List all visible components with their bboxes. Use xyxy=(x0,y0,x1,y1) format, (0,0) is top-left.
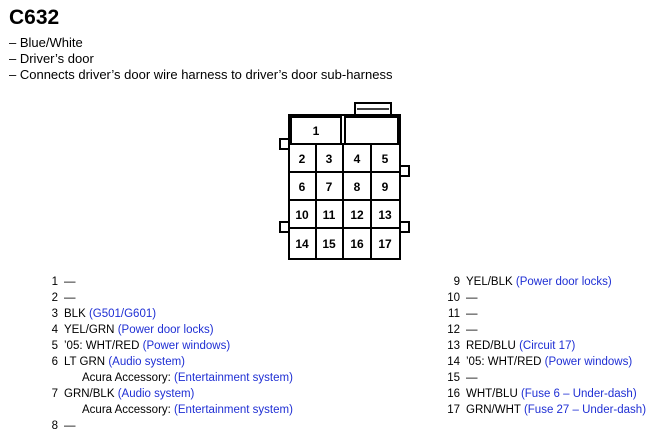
pin-entry-13: 13 RED/BLU (Circuit 17) xyxy=(442,338,646,354)
circuit-reference: (Power door locks) xyxy=(117,324,214,336)
circuit-reference: (Power windows) xyxy=(544,356,633,368)
pin-number: 7 xyxy=(51,388,58,400)
pin-number: 14 xyxy=(447,356,460,368)
pin-label-17: 17 xyxy=(378,237,392,251)
circuit-reference: (G501/G601) xyxy=(88,308,157,320)
pin-label-13: 13 xyxy=(378,208,392,222)
pin-entry-4: 4 YEL/GRN (Power door locks) xyxy=(40,322,293,338)
wire-color: — xyxy=(64,292,76,304)
side-key-right-top xyxy=(399,165,410,177)
wire-color: — xyxy=(64,276,76,288)
connector-details: – Blue/White – Driver’s door – Connects … xyxy=(9,35,392,83)
pin-cavity-1 xyxy=(290,116,342,145)
circuit-reference: (Audio system) xyxy=(108,356,185,368)
circuit-reference: (Circuit 17) xyxy=(519,340,576,352)
pin-number: 5 xyxy=(51,340,58,352)
pin-label-15: 15 xyxy=(322,237,336,251)
pin-entry-8: 8— xyxy=(40,418,293,434)
pin-entry-1: 1— xyxy=(40,274,293,290)
pin-list-right: 9 YEL/BLK (Power door locks) 10 — 11 — 12 — 13 RE… xyxy=(442,274,646,418)
circuit-reference: (Audio system) xyxy=(117,388,195,400)
circuit-reference: (Fuse 6 – Under-dash) xyxy=(520,388,637,400)
circuit-reference: (Power windows) xyxy=(142,340,231,352)
pin-number: 13 xyxy=(447,340,460,352)
circuit-reference: (Power door locks) xyxy=(515,276,612,288)
side-key-left-bottom xyxy=(279,221,290,233)
pin-sub-entry: Acura Accessory: (Entertainment system) xyxy=(40,402,293,418)
pin-entry-17: 17 GRN/WHT (Fuse 27 – Under-dash) xyxy=(442,402,646,418)
pin-number: 8 xyxy=(51,420,58,432)
pin-label-5: 5 xyxy=(382,152,389,166)
pin-entry-5: 5 ’05: WHT/RED (Power windows) xyxy=(40,338,293,354)
wire-color: Acura Accessory: xyxy=(82,372,171,384)
wire-color: — xyxy=(466,324,478,336)
pin-label-8: 8 xyxy=(354,180,361,194)
circuit-reference: (Entertainment system) xyxy=(174,404,293,416)
pin-label-12: 12 xyxy=(350,208,364,222)
wire-color: GRN/BLK xyxy=(64,388,115,400)
wire-color: Acura Accessory: xyxy=(82,404,171,416)
pin-number: 9 xyxy=(453,276,460,288)
pin-number: 1 xyxy=(51,276,58,288)
pin-entry-16: 16 WHT/BLU (Fuse 6 – Under-dash) xyxy=(442,386,646,402)
wire-color: — xyxy=(64,420,76,432)
pin-entry-2: 2— xyxy=(40,290,293,306)
blank-cavity xyxy=(344,116,399,145)
pin-label-11: 11 xyxy=(323,208,336,222)
wire-color: GRN/WHT xyxy=(466,404,521,416)
wire-color: — xyxy=(466,372,478,384)
pin-entry-6: 6 LT GRN (Audio system) xyxy=(40,354,293,370)
wire-color: ’05: WHT/RED xyxy=(64,340,140,352)
side-key-left-top xyxy=(279,138,290,150)
pin-entry-12: 12 — xyxy=(442,322,646,338)
wire-color: LT GRN xyxy=(64,356,106,368)
connector-title: C632 xyxy=(9,6,60,29)
pin-entry-7: 7 GRN/BLK (Audio system) xyxy=(40,386,293,402)
wire-color: WHT/BLU xyxy=(466,388,518,400)
pin-label-14: 14 xyxy=(295,237,309,251)
pin-label-2: 2 xyxy=(299,152,306,166)
pin-number: 17 xyxy=(447,404,460,416)
pin-grid xyxy=(289,143,400,259)
wire-color: ’05: WHT/RED xyxy=(466,356,542,368)
pin-label-4: 4 xyxy=(354,152,361,166)
pin-number: 11 xyxy=(448,308,460,320)
wire-color: YEL/BLK xyxy=(466,276,513,288)
pin-number: 16 xyxy=(447,388,460,400)
pin-label-1: 1 xyxy=(313,124,320,138)
connector-color: – Blue/White xyxy=(9,35,83,50)
pin-number: 6 xyxy=(51,356,58,368)
side-key-right-bottom xyxy=(399,221,410,233)
pin-number: 10 xyxy=(447,292,460,304)
pin-number: 15 xyxy=(447,372,460,384)
connector-description: – Connects driver’s door wire harness to… xyxy=(9,67,393,82)
wire-color: RED/BLU xyxy=(466,340,516,352)
circuit-reference: (Entertainment system) xyxy=(174,372,293,384)
pin-entry-10: 10 — xyxy=(442,290,646,306)
pin-number: 12 xyxy=(447,324,460,336)
pin-sub-entry: Acura Accessory: (Entertainment system) xyxy=(40,370,293,386)
pin-entry-9: 9 YEL/BLK (Power door locks) xyxy=(442,274,646,290)
wire-color: — xyxy=(466,292,478,304)
pin-label-7: 7 xyxy=(326,180,333,194)
pin-entry-11: 11 — xyxy=(442,306,646,322)
circuit-reference: (Fuse 27 – Under-dash) xyxy=(523,404,647,416)
pin-label-10: 10 xyxy=(295,208,309,222)
pin-label-6: 6 xyxy=(299,180,306,194)
pin-number: 2 xyxy=(51,292,58,304)
connector-location: – Driver’s door xyxy=(9,51,94,66)
pin-label-16: 16 xyxy=(350,237,364,251)
pin-label-9: 9 xyxy=(382,180,389,194)
pin-entry-3: 3 BLK (G501/G601) xyxy=(40,306,293,322)
wire-color: YEL/GRN xyxy=(64,324,115,336)
pin-entry-15: 15 — xyxy=(442,370,646,386)
pin-label-3: 3 xyxy=(326,152,333,166)
wire-color: — xyxy=(466,308,478,320)
pin-number: 4 xyxy=(51,324,58,336)
wire-color: BLK xyxy=(64,308,86,320)
pin-number: 3 xyxy=(51,308,58,320)
pin-entry-14: 14 ’05: WHT/RED (Power windows) xyxy=(442,354,646,370)
